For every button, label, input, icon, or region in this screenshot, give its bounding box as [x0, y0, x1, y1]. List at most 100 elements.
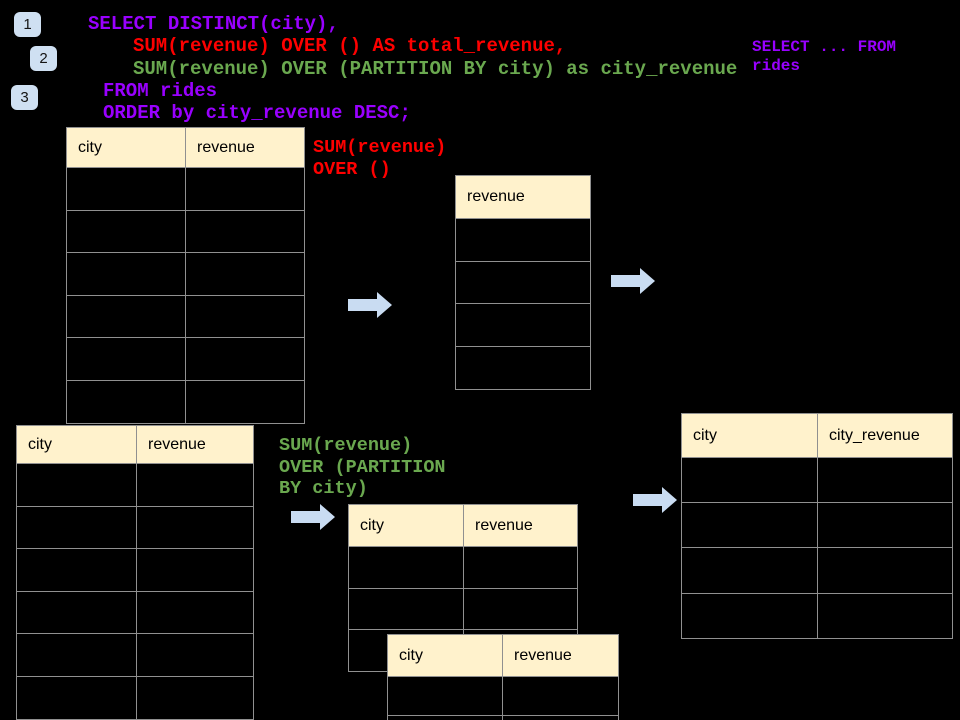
- table-cell: [502, 676, 619, 716]
- table-cell: [66, 167, 186, 211]
- step-badge-3: 3: [11, 85, 38, 110]
- table-row: [16, 633, 254, 677]
- table-cell: [455, 260, 591, 305]
- sql-summary-note-line-1: SELECT ... FROM: [752, 38, 897, 56]
- column-header-city: city: [66, 127, 186, 168]
- sql-code-line-1: SELECT DISTINCT(city),: [88, 13, 339, 35]
- table-row: [16, 590, 254, 635]
- table-row: [455, 346, 591, 390]
- arrow-shaft: [633, 494, 662, 506]
- column-header-city: city: [16, 425, 137, 464]
- table-cell: [66, 337, 186, 381]
- table-cell: [136, 633, 254, 677]
- header-row: revenue: [455, 175, 591, 219]
- partition-result-table-front: city revenue: [387, 634, 619, 720]
- arrow-head-icon: [640, 268, 655, 294]
- table-row: [66, 209, 305, 254]
- sql-code-line-5: ORDER by city_revenue DESC;: [103, 102, 411, 124]
- source-table-bottom: city revenue: [16, 425, 254, 720]
- table-cell: [817, 502, 953, 549]
- column-header-revenue: revenue: [136, 425, 254, 464]
- table-cell: [16, 675, 137, 720]
- table-row: [66, 337, 305, 381]
- arrow-shaft: [611, 275, 640, 287]
- table-cell: [387, 676, 503, 716]
- table-cell: [136, 548, 254, 592]
- table-cell: [681, 456, 818, 504]
- sql-code-line-2: SUM(revenue) OVER () AS total_revenue,: [133, 35, 567, 57]
- table-cell: [463, 587, 578, 631]
- flow-arrow-right-2: [611, 268, 655, 294]
- table-row: [66, 294, 305, 339]
- table-cell: [185, 252, 305, 296]
- table-row: [681, 502, 953, 549]
- table-row: [348, 546, 578, 589]
- arrow-shaft: [291, 511, 320, 523]
- flow-arrow-right-1: [348, 292, 392, 318]
- annotation-total-revenue-line-2: OVER (): [313, 159, 391, 180]
- header-row: city revenue: [16, 425, 254, 464]
- table-cell: [136, 590, 254, 635]
- table-cell: [185, 294, 305, 339]
- table-row: [66, 167, 305, 211]
- table-cell: [66, 252, 186, 296]
- table-cell: [681, 547, 818, 594]
- table-cell: [16, 548, 137, 592]
- column-header-revenue: revenue: [502, 634, 619, 677]
- annotation-partition-line-2: OVER (PARTITION: [279, 457, 446, 478]
- table-cell: [185, 209, 305, 254]
- step-badge-1: 1: [14, 12, 41, 37]
- table-cell: [817, 547, 953, 594]
- table-cell: [348, 546, 464, 589]
- arrow-head-icon: [377, 292, 392, 318]
- table-row: [16, 505, 254, 550]
- table-row: [455, 218, 591, 262]
- header-row: city revenue: [66, 127, 305, 168]
- table-row: [16, 675, 254, 720]
- table-cell: [681, 502, 818, 549]
- table-cell: [463, 546, 578, 589]
- source-table-top: city revenue: [66, 127, 305, 424]
- table-cell: [66, 209, 186, 254]
- table-row: [387, 715, 619, 720]
- table-row: [387, 676, 619, 716]
- table-row: [681, 547, 953, 594]
- table-row: [455, 303, 591, 348]
- table-cell: [136, 505, 254, 550]
- column-header-revenue: revenue: [185, 127, 305, 168]
- table-row: [681, 456, 953, 504]
- flow-arrow-right-4: [633, 487, 677, 513]
- column-header-city-revenue: city_revenue: [817, 413, 953, 458]
- sql-code-line-4: FROM rides: [103, 80, 218, 102]
- table-cell: [16, 590, 137, 635]
- table-cell: [136, 463, 254, 507]
- column-header-city: city: [387, 634, 503, 677]
- table-cell: [502, 715, 619, 720]
- table-cell: [185, 167, 305, 211]
- table-row: [16, 463, 254, 507]
- table-row: [66, 379, 305, 424]
- table-cell: [387, 715, 503, 720]
- table-cell: [185, 337, 305, 381]
- total-revenue-table: revenue: [455, 175, 591, 390]
- table-row: [16, 548, 254, 592]
- table-cell: [136, 675, 254, 720]
- step-badge-2: 2: [30, 46, 57, 71]
- table-cell: [817, 456, 953, 504]
- header-row: city city_revenue: [681, 413, 953, 458]
- column-header-revenue: revenue: [463, 504, 578, 547]
- sql-code-line-3: SUM(revenue) OVER (PARTITION BY city) as…: [133, 58, 738, 80]
- column-header-city: city: [681, 413, 818, 458]
- table-row: [455, 260, 591, 305]
- table-cell: [66, 294, 186, 339]
- table-row: [348, 587, 578, 631]
- table-cell: [455, 303, 591, 348]
- flow-arrow-right-3: [291, 504, 335, 530]
- annotation-partition-line-1: SUM(revenue): [279, 435, 413, 456]
- table-cell: [16, 463, 137, 507]
- table-cell: [185, 379, 305, 424]
- header-row: city revenue: [348, 504, 578, 547]
- table-cell: [16, 505, 137, 550]
- table-cell: [348, 587, 464, 631]
- city-revenue-table: city city_revenue: [681, 413, 953, 639]
